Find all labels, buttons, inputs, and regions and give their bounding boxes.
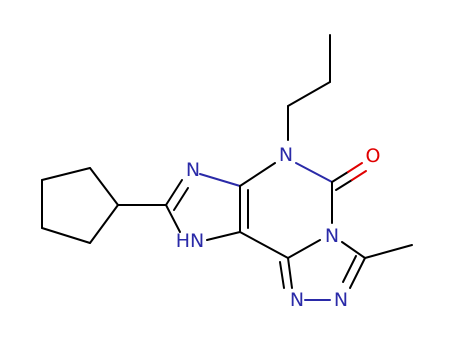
- bond: [41, 227, 91, 244]
- bond: [335, 179, 353, 191]
- atom-n-propyl: N: [279, 144, 293, 166]
- bond: [279, 261, 285, 289]
- bond: [351, 170, 367, 181]
- atom-n-triazole-left: N: [290, 289, 304, 311]
- bond: [165, 179, 183, 206]
- atom-n-triazole-right: N: [334, 289, 348, 311]
- bond: [41, 167, 91, 181]
- bond: [331, 171, 349, 183]
- pyrimidine-ring: [239, 162, 333, 259]
- imidazole-ring: [165, 173, 249, 241]
- bond: [89, 167, 119, 206]
- atom-n-imidazole: N: [186, 159, 200, 181]
- bond: [287, 257, 293, 289]
- bond: [239, 162, 276, 187]
- cyclopentyl-ring: [41, 167, 119, 244]
- bond: [206, 231, 241, 241]
- bond: [364, 244, 413, 259]
- bond: [89, 204, 119, 244]
- bond: [239, 231, 289, 259]
- atom-n-fused: N: [325, 225, 339, 247]
- bond: [349, 257, 366, 289]
- atom-o-carbonyl: O: [366, 145, 381, 167]
- triazole-ring: [279, 241, 413, 301]
- bond: [287, 81, 331, 107]
- bond: [342, 255, 357, 283]
- bond: [341, 241, 366, 259]
- bond: [347, 162, 363, 173]
- carbonyl-group: [331, 162, 367, 191]
- bond: [165, 204, 181, 233]
- bond: [295, 162, 333, 183]
- atom-nh-imidazole: HN: [176, 230, 205, 252]
- propyl-chain: [287, 34, 331, 141]
- bond: [287, 239, 321, 259]
- bond: [199, 173, 241, 187]
- bond: [173, 187, 189, 211]
